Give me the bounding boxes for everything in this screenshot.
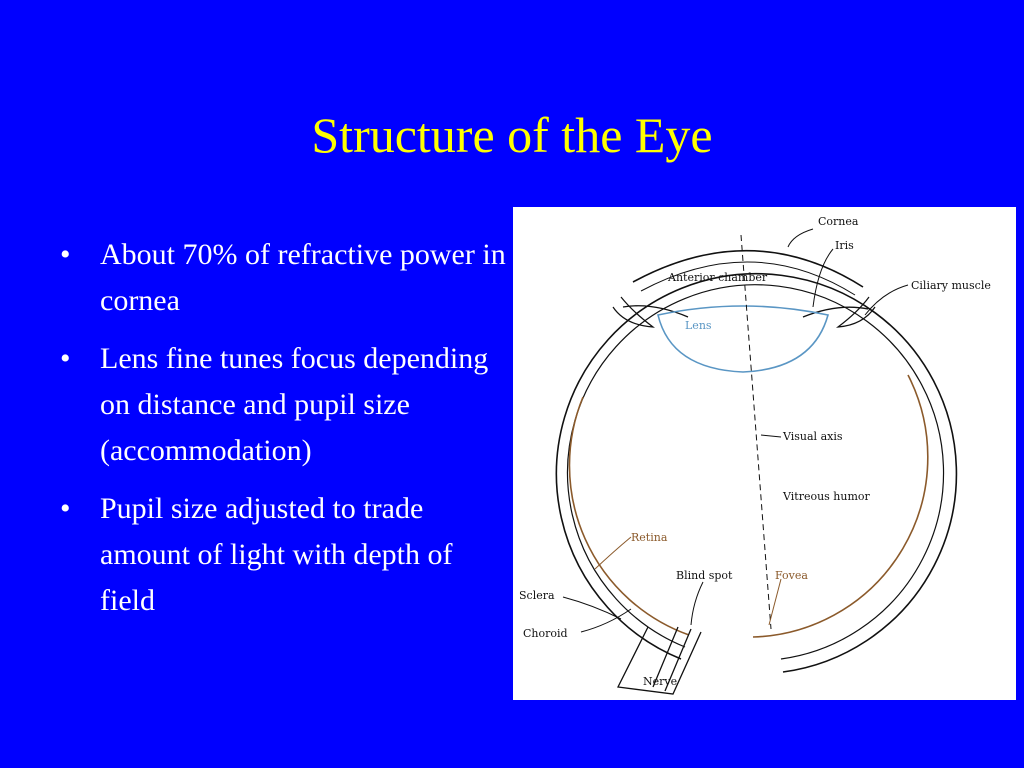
bullet-marker: • — [60, 342, 71, 375]
leader-visual-axis — [760, 434, 782, 438]
slide-title: Structure of the Eye — [311, 107, 713, 163]
cornea-outline — [632, 249, 864, 288]
bullet-text: About 70% of refractive power in cornea — [100, 238, 506, 317]
label-lens: Lens — [685, 319, 712, 332]
leader-iris — [812, 248, 834, 308]
bullet-list: • About 70% of refractive power in corne… — [58, 232, 508, 636]
label-blind-spot: Blind spot — [676, 569, 733, 582]
label-vitreous-humor: Vitreous humor — [782, 490, 871, 503]
iris-right — [802, 306, 869, 318]
bullet-text: Pupil size adjusted to trade amount of l… — [100, 492, 453, 617]
optic-nerve — [617, 626, 702, 695]
label-sclera: Sclera — [519, 589, 555, 602]
label-cornea: Cornea — [818, 215, 859, 228]
cornea-inner — [640, 261, 856, 296]
label-retina: Retina — [631, 531, 668, 544]
label-iris: Iris — [835, 239, 854, 252]
label-visual-axis: Visual axis — [782, 430, 843, 443]
bullet-item: • Lens fine tunes focus depending on dis… — [58, 336, 508, 474]
sclera-outline — [555, 272, 958, 673]
label-anterior-chamber: Anterior chamber — [667, 271, 768, 284]
leader-choroid — [580, 608, 632, 633]
label-choroid: Choroid — [523, 627, 568, 640]
leader-retina — [594, 536, 632, 570]
leader-fovea — [768, 578, 782, 626]
leader-cornea — [787, 228, 814, 248]
bullet-item: • Pupil size adjusted to trade amount of… — [58, 486, 508, 624]
bullet-marker: • — [60, 238, 71, 271]
label-nerve: Nerve — [643, 675, 677, 688]
eye-diagram-svg: Cornea Iris Anterior chamber Ciliary mus… — [519, 215, 991, 695]
choroid-outline — [567, 284, 945, 660]
leader-sclera — [562, 596, 622, 620]
eye-diagram: Cornea Iris Anterior chamber Ciliary mus… — [513, 207, 1016, 700]
retina-outline — [568, 374, 929, 638]
ciliary-left — [612, 296, 655, 328]
bullet-text: Lens fine tunes focus depending on dista… — [100, 342, 489, 467]
label-fovea: Fovea — [775, 569, 808, 582]
visual-axis-line — [740, 234, 772, 630]
label-ciliary-muscle: Ciliary muscle — [911, 279, 991, 292]
leader-ciliary — [864, 284, 909, 316]
bullet-item: • About 70% of refractive power in corne… — [58, 232, 508, 324]
ciliary-right — [835, 296, 876, 328]
bullet-marker: • — [60, 492, 71, 525]
leader-blind-spot — [690, 581, 704, 626]
lens-outline — [657, 305, 829, 373]
